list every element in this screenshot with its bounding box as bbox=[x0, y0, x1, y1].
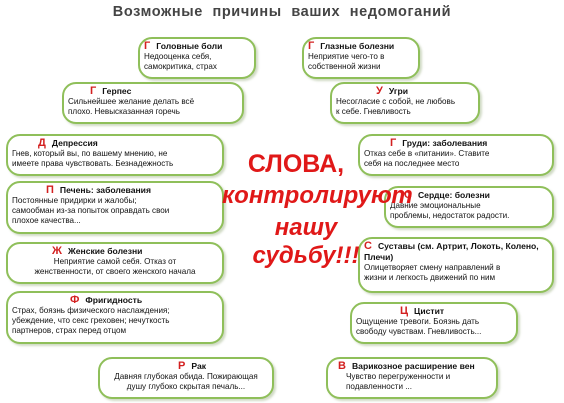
card-letter: Г bbox=[144, 40, 151, 52]
card-heading: Цистит bbox=[414, 306, 445, 316]
card-line: себя на последнее место bbox=[364, 159, 460, 168]
card-line: Неприятие чего-то в bbox=[308, 52, 385, 61]
card-heading: Угри bbox=[388, 86, 408, 96]
card-letter: Г bbox=[390, 137, 397, 149]
card-heading: Сердце: болезни bbox=[417, 190, 490, 200]
card-line: Гнев, который вы, по вашему мнению, не bbox=[12, 149, 168, 158]
card-line: женственности, от своего женского начала bbox=[34, 267, 196, 276]
card-line: Сильнейшее желание делать всё bbox=[68, 97, 195, 106]
card-line: Постоянные придирки и жалобы; bbox=[12, 196, 137, 205]
card-heading: Печень: заболевания bbox=[59, 185, 151, 195]
card-line: убеждение, что секс греховен; нечуткость bbox=[12, 316, 170, 325]
card-heading: Головные боли bbox=[156, 41, 223, 51]
card-letter: Р bbox=[178, 360, 186, 372]
card-frigidity: Ф Фригидность Страх, боязнь физического н… bbox=[6, 291, 224, 344]
card-line: имеете права чувствовать. Безнадежность bbox=[12, 159, 174, 168]
card-heading: Глазные болезни bbox=[320, 41, 395, 51]
card-line: Неприятие самой себя. Отказ от bbox=[53, 257, 177, 266]
card-letter: Ф bbox=[70, 294, 80, 306]
card-line: Отказ себе в «питании». Ставите bbox=[364, 149, 490, 158]
card-female-diseases: Ж Женские болезни Неприятие самой себя. О… bbox=[6, 242, 224, 284]
slogan-line-2: контролируют bbox=[222, 182, 413, 209]
card-line: плохо. Невысказанная горечь bbox=[68, 107, 180, 116]
card-line: плохое качества... bbox=[12, 216, 81, 225]
card-heading: Груди: заболевания bbox=[402, 138, 488, 148]
card-heading: Фригидность bbox=[85, 295, 143, 305]
card-letter: Г bbox=[308, 40, 315, 52]
card-line: подавленности ... bbox=[346, 382, 412, 391]
card-heading: Депрессия bbox=[51, 138, 98, 148]
card-liver: П Печень: заболевания Постоянные придирки… bbox=[6, 181, 224, 234]
card-heading: Суставы (см. Артрит, Локоть, Колено, Пле… bbox=[364, 241, 539, 262]
card-heading: Рак bbox=[191, 361, 207, 371]
card-line: свободу чувствам. Гневливость... bbox=[356, 327, 482, 336]
card-varicose-veins: В Варикозное расширение вен Чувство перег… bbox=[326, 357, 498, 399]
card-breast-diseases: Г Груди: заболевания Отказ себе в «питани… bbox=[358, 134, 554, 176]
card-line: собственной жизни bbox=[308, 62, 381, 71]
card-letter: С bbox=[364, 240, 372, 252]
card-line: жизни и легкость движений по ним bbox=[364, 273, 496, 282]
card-line: партнеров, страх перед отцом bbox=[12, 326, 127, 335]
card-letter: С bbox=[404, 189, 412, 201]
slogan-line-3: нашу судьбу!!! bbox=[252, 214, 360, 269]
slogan-line-1: СЛОВА, bbox=[247, 150, 345, 178]
card-line: Страх, боязнь физического наслаждения; bbox=[12, 306, 170, 315]
card-line: проблемы, недостаток радости. bbox=[390, 211, 510, 220]
card-line: самокритика, страх bbox=[144, 62, 217, 71]
card-letter: Ц bbox=[400, 305, 409, 317]
card-heading: Женские болезни bbox=[67, 246, 143, 256]
card-line: Ощущение тревоги. Боязнь дать bbox=[356, 317, 480, 326]
card-line: Недооценка себя, bbox=[144, 52, 212, 61]
page-title: Возможные причины ваших недомоганий bbox=[112, 4, 452, 20]
card-line: Давние эмоциональные bbox=[390, 201, 481, 210]
card-line: Несогласие с собой, не любовь bbox=[336, 97, 456, 106]
card-line: душу глубоко скрытая печаль... bbox=[126, 382, 246, 391]
card-line: Давняя глубокая обида. Пожирающая bbox=[114, 372, 258, 381]
card-line: к себе. Гневливость bbox=[336, 107, 411, 116]
card-heading: Варикозное расширение вен bbox=[351, 361, 475, 371]
card-letter: Г bbox=[90, 85, 97, 97]
card-letter: В bbox=[338, 360, 346, 372]
card-letter: П bbox=[46, 184, 54, 196]
card-line: Чувство перегруженности и bbox=[346, 372, 451, 381]
card-line: Олицетворяет смену направлений в bbox=[364, 263, 501, 272]
card-heading: Герпес bbox=[102, 86, 132, 96]
card-letter: У bbox=[376, 85, 383, 97]
card-letter: Ж bbox=[52, 245, 62, 257]
card-letter: Д bbox=[38, 137, 46, 149]
card-line: самообман из-за попыток оправдать свои bbox=[12, 206, 170, 215]
card-headache: Г Головные боли Недооценка себя,самокрити… bbox=[138, 37, 256, 79]
card-depression: Д Депрессия Гнев, который вы, по вашему м… bbox=[6, 134, 224, 176]
